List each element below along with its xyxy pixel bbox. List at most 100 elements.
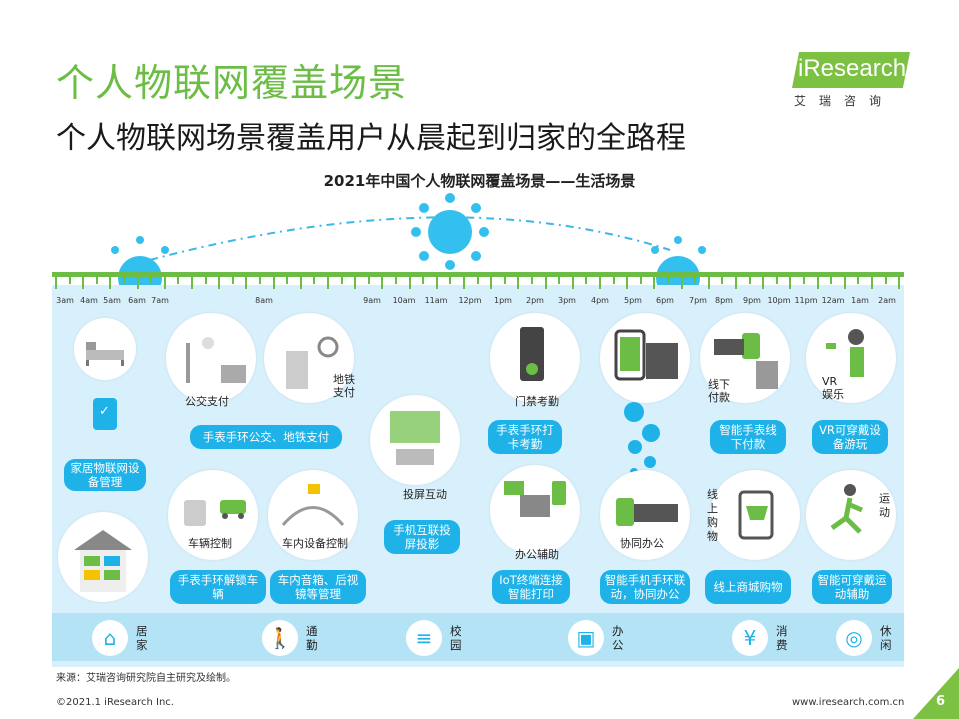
label-office-assist: 办公辅助 xyxy=(515,548,559,561)
hour-label: 7am xyxy=(151,296,169,305)
timeline-tick xyxy=(422,277,424,284)
timeline-tick xyxy=(789,277,791,289)
timeline-tick xyxy=(368,277,370,284)
classroom-icon xyxy=(390,411,440,465)
screen-cast-circle xyxy=(370,395,460,485)
vehicle-scene-circle xyxy=(168,470,258,560)
label-online-shop: 线上购物 xyxy=(707,488,718,543)
printer-icon xyxy=(504,481,566,517)
timeline-tick xyxy=(150,277,152,284)
home-icon: ⌂ xyxy=(92,620,128,656)
timeline-tick xyxy=(735,277,737,289)
timeline-tick xyxy=(708,277,710,289)
logo-badge xyxy=(792,52,910,88)
hour-label: 8am xyxy=(255,296,273,305)
timeline-tick xyxy=(191,277,193,289)
label-vr-fun: VR娱乐 xyxy=(822,375,844,401)
label-sport: 运动 xyxy=(879,492,890,519)
hour-label: 4am xyxy=(80,296,98,305)
page-badge xyxy=(913,668,959,719)
car-icon xyxy=(184,500,246,526)
watch-pay-icon xyxy=(714,333,778,389)
timeline-tick xyxy=(640,277,642,284)
pill-watch-offline-pay: 智能手表线下付款 xyxy=(710,420,786,454)
label-door-access: 门禁考勤 xyxy=(515,395,559,408)
timeline-tick xyxy=(749,277,751,284)
timeline-tick xyxy=(490,277,492,289)
label-offline-pay: 线下付款 xyxy=(708,378,730,404)
timeline-tick xyxy=(694,277,696,284)
runner-icon xyxy=(830,484,863,534)
timeline-tick xyxy=(55,277,57,289)
timeline-tick xyxy=(123,277,125,284)
timeline-tick xyxy=(599,277,601,289)
category-label: 通勤 xyxy=(306,624,318,652)
page-number: 6 xyxy=(936,694,946,709)
pill-wearable-sport: 智能可穿戴运动辅助 xyxy=(812,570,892,604)
pill-watch-transit: 手表手环公交、地铁支付 xyxy=(190,425,342,449)
hour-label: 3am xyxy=(56,296,74,305)
hour-label: 10pm xyxy=(767,296,791,305)
vr-circle xyxy=(806,313,896,403)
timeline-tick xyxy=(572,277,574,289)
pill-phone-cast: 手机互联投屏投影 xyxy=(384,520,460,554)
label-screen-cast: 投屏互动 xyxy=(403,488,447,501)
timeline-tick xyxy=(463,277,465,289)
metro-scene-circle xyxy=(264,313,354,403)
hour-label: 11pm xyxy=(794,296,818,305)
category-2: ≡校园 xyxy=(406,618,466,658)
timeline-tick xyxy=(69,277,71,284)
timeline-tick xyxy=(273,277,275,289)
timeline-ruler xyxy=(52,272,904,277)
timeline-tick xyxy=(395,277,397,284)
hour-label: 2pm xyxy=(526,296,544,305)
door-lock-icon xyxy=(520,327,544,381)
website-url: www.iresearch.com.cn xyxy=(792,697,905,708)
timeline-tick xyxy=(762,277,764,289)
timeline-tick xyxy=(409,277,411,289)
category-3: ▣办公 xyxy=(568,618,628,658)
bus-scene-circle xyxy=(166,313,256,403)
pill-online-mall: 线上商城购物 xyxy=(705,570,791,604)
door-access-circle xyxy=(490,313,580,403)
copyright: ©2021.1 iResearch Inc. xyxy=(56,697,174,708)
call-icon xyxy=(624,402,644,422)
in-car-scene-circle xyxy=(268,470,358,560)
timeline-tick xyxy=(341,277,343,284)
timeline-tick xyxy=(626,277,628,289)
smartphone-icon xyxy=(614,329,678,381)
timeline-tick xyxy=(721,277,723,284)
timeline-tick xyxy=(830,277,832,284)
dashboard-icon xyxy=(281,484,345,526)
category-label: 消费 xyxy=(776,624,788,652)
timeline-tick xyxy=(82,277,84,289)
bed-scene-circle xyxy=(74,318,136,380)
category-label: 居家 xyxy=(136,624,148,652)
category-0: ⌂ 居家 xyxy=(92,618,152,658)
timeline-tick xyxy=(545,277,547,289)
briefcase-icon: ▣ xyxy=(568,620,604,656)
timeline-tick xyxy=(436,277,438,289)
timeline-tick xyxy=(109,277,111,289)
hour-label: 12pm xyxy=(458,296,482,305)
office-assist-circle xyxy=(490,465,580,555)
books-icon: ≡ xyxy=(406,620,442,656)
timeline-tick xyxy=(96,277,98,284)
message-icon xyxy=(644,456,656,468)
gamepad-icon: ◎ xyxy=(836,620,872,656)
timeline-tick xyxy=(517,277,519,289)
pill-watch-attendance: 手表手环打卡考勤 xyxy=(488,420,562,454)
timeline-tick xyxy=(844,277,846,289)
timeline-tick xyxy=(286,277,288,284)
pill-home-iot: 家居物联网设备管理 xyxy=(64,459,146,491)
timeline-tick xyxy=(898,277,900,289)
hour-label: 6pm xyxy=(656,296,674,305)
timeline-tick xyxy=(871,277,873,289)
bed-icon xyxy=(86,342,124,366)
hour-label: 11am xyxy=(424,296,448,305)
hour-label: 5pm xyxy=(624,296,642,305)
label-collab-office: 协同办公 xyxy=(620,537,664,550)
mail-icon xyxy=(628,440,642,454)
timeline-tick xyxy=(477,277,479,284)
timeline-tick xyxy=(164,277,166,289)
